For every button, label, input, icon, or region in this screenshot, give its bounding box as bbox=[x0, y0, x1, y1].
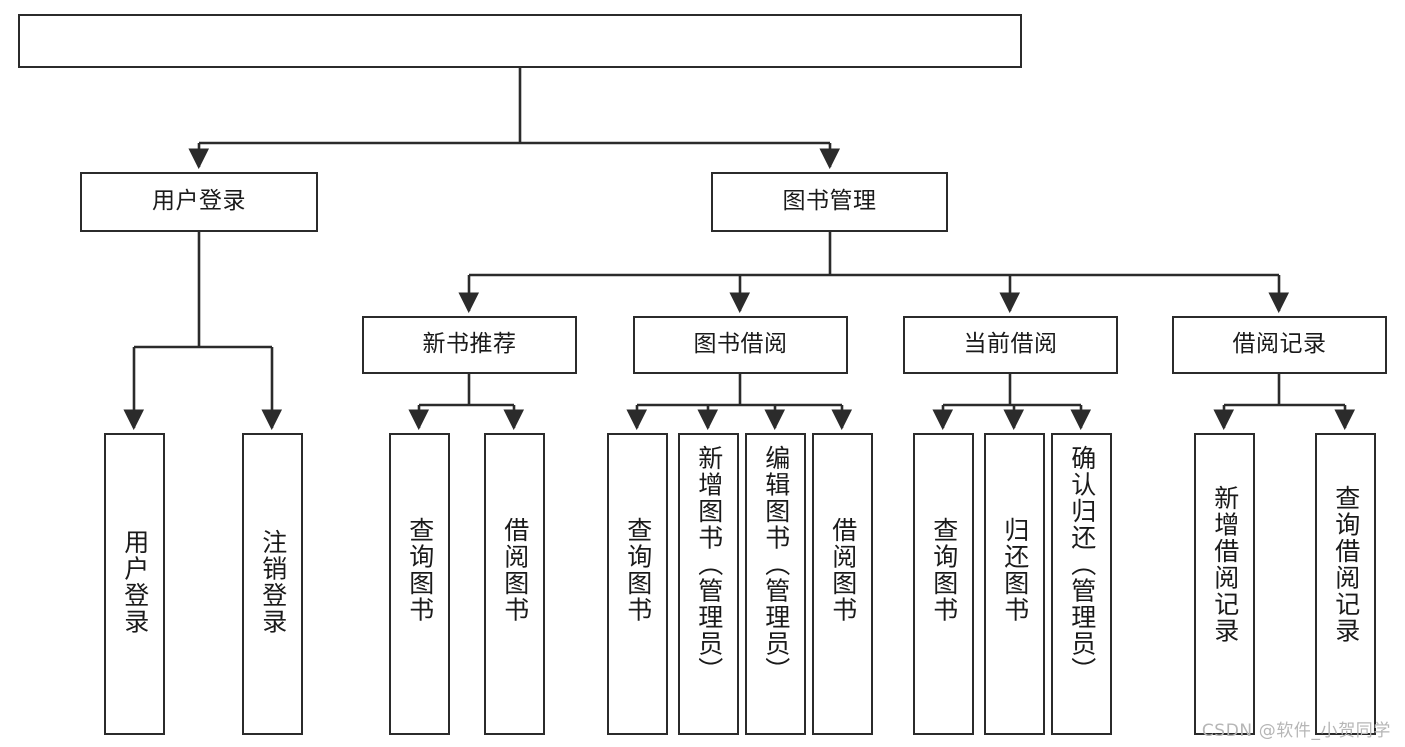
node-book-management[interactable]: 图书管理 bbox=[711, 172, 948, 232]
node-leaf-edit-book-admin-label: 编辑图书（管理员） bbox=[761, 445, 791, 684]
node-current-borrow[interactable]: 当前借阅 bbox=[903, 316, 1118, 374]
node-leaf-query-book-current[interactable]: 查询图书 bbox=[913, 433, 974, 735]
node-new-book-recommend[interactable]: 新书推荐 bbox=[362, 316, 577, 374]
node-leaf-add-borrow-record-label: 新增借阅记录 bbox=[1210, 485, 1240, 644]
node-leaf-add-book-admin-label: 新增图书（管理员） bbox=[694, 445, 724, 684]
node-root[interactable] bbox=[18, 14, 1022, 68]
node-borrow-records-label: 借阅记录 bbox=[1232, 331, 1327, 358]
node-leaf-user-login-label: 用户登录 bbox=[120, 529, 150, 635]
node-book-borrow-label: 图书借阅 bbox=[693, 331, 788, 358]
node-leaf-borrow-book[interactable]: 借阅图书 bbox=[812, 433, 873, 735]
node-leaf-user-login[interactable]: 用户登录 bbox=[104, 433, 165, 735]
node-leaf-borrow-book-label: 借阅图书 bbox=[828, 517, 858, 623]
node-leaf-query-borrow-record-label: 查询借阅记录 bbox=[1331, 485, 1361, 644]
node-user-login-label: 用户登录 bbox=[152, 188, 246, 215]
node-leaf-query-book-current-label: 查询图书 bbox=[929, 517, 959, 623]
node-leaf-borrow-book-recommend[interactable]: 借阅图书 bbox=[484, 433, 545, 735]
node-leaf-query-book-borrow-label: 查询图书 bbox=[623, 517, 653, 623]
node-leaf-add-borrow-record[interactable]: 新增借阅记录 bbox=[1194, 433, 1255, 735]
node-new-book-recommend-label: 新书推荐 bbox=[422, 331, 517, 358]
node-leaf-confirm-return-admin-label: 确认归还（管理员） bbox=[1067, 445, 1097, 684]
node-leaf-borrow-book-recommend-label: 借阅图书 bbox=[500, 517, 530, 623]
node-leaf-query-book-borrow[interactable]: 查询图书 bbox=[607, 433, 668, 735]
watermark-credit: CSDN @软件_小贺同学 bbox=[1201, 721, 1391, 741]
node-leaf-return-book-label: 归还图书 bbox=[1000, 517, 1030, 623]
node-leaf-logout-login-label: 注销登录 bbox=[258, 529, 288, 635]
node-leaf-return-book[interactable]: 归还图书 bbox=[984, 433, 1045, 735]
node-borrow-records[interactable]: 借阅记录 bbox=[1172, 316, 1387, 374]
node-leaf-logout-login[interactable]: 注销登录 bbox=[242, 433, 303, 735]
node-current-borrow-label: 当前借阅 bbox=[963, 331, 1058, 358]
node-book-borrow[interactable]: 图书借阅 bbox=[633, 316, 848, 374]
node-leaf-query-book-recommend-label: 查询图书 bbox=[405, 517, 435, 623]
node-leaf-query-book-recommend[interactable]: 查询图书 bbox=[389, 433, 450, 735]
node-book-management-label: 图书管理 bbox=[782, 188, 877, 215]
node-leaf-query-borrow-record[interactable]: 查询借阅记录 bbox=[1315, 433, 1376, 735]
node-leaf-confirm-return-admin[interactable]: 确认归还（管理员） bbox=[1051, 433, 1112, 735]
node-user-login[interactable]: 用户登录 bbox=[80, 172, 318, 232]
node-leaf-edit-book-admin[interactable]: 编辑图书（管理员） bbox=[745, 433, 806, 735]
node-leaf-add-book-admin[interactable]: 新增图书（管理员） bbox=[678, 433, 739, 735]
